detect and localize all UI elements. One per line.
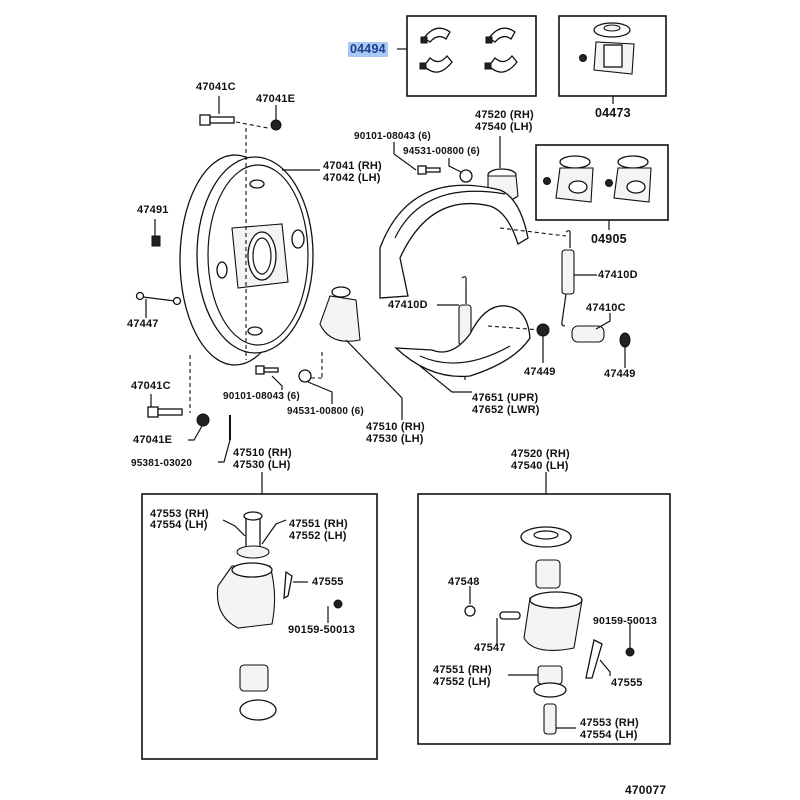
- bolt-47041c-bottom[interactable]: [147, 406, 183, 418]
- part-label-94531-top[interactable]: 94531-00800 (6): [403, 146, 480, 157]
- part-label-47041c-top[interactable]: 47041C: [196, 81, 236, 93]
- part-label-47041e-bottom[interactable]: 47041E: [133, 434, 173, 446]
- bolt-47041c-top[interactable]: [199, 114, 235, 126]
- part-label-47555-right[interactable]: 47555: [611, 677, 643, 689]
- part-label-47553-rh-right[interactable]: 47553 (RH): [580, 717, 639, 729]
- part-label-04473[interactable]: 04473: [595, 106, 631, 120]
- part-label-47449-a[interactable]: 47449: [524, 366, 556, 378]
- kit-box-cylinder-04473[interactable]: [558, 15, 667, 104]
- brake-shoe-upper[interactable]: [379, 184, 529, 299]
- part-label-04905[interactable]: 04905: [591, 232, 627, 246]
- wheel-cylinder-47510-mid[interactable]: [319, 286, 361, 342]
- spring-47410d-right[interactable]: [561, 230, 575, 327]
- part-label-47540-lh-right[interactable]: 47540 (LH): [511, 460, 569, 472]
- cup-47449-a[interactable]: [536, 323, 550, 337]
- part-label-47652-lwr[interactable]: 47652 (LWR): [472, 404, 540, 416]
- rod-47447[interactable]: [135, 291, 182, 306]
- brake-shoe-lower[interactable]: [394, 305, 531, 378]
- part-label-47449-b[interactable]: 47449: [604, 368, 636, 380]
- part-label-95381-03020[interactable]: 95381-03020: [131, 458, 193, 469]
- part-label-47547[interactable]: 47547: [474, 642, 506, 654]
- diagram-reference-number: 470077: [625, 783, 667, 797]
- detail-box-right: [417, 493, 671, 745]
- part-label-47548[interactable]: 47548: [448, 576, 480, 588]
- part-label-47530-lh-left[interactable]: 47530 (LH): [233, 459, 291, 471]
- part-label-47551-rh-left[interactable]: 47551 (RH): [289, 518, 348, 530]
- part-label-47447[interactable]: 47447: [127, 318, 159, 330]
- washer-94531-top[interactable]: [459, 169, 473, 183]
- part-label-47410d-right[interactable]: 47410D: [598, 269, 638, 281]
- part-label-47530-lh-mid[interactable]: 47530 (LH): [366, 433, 424, 445]
- part-label-47041e-top[interactable]: 47041E: [256, 93, 296, 105]
- part-label-47042-lh[interactable]: 47042 (LH): [323, 172, 381, 184]
- part-label-47410d-left[interactable]: 47410D: [388, 299, 428, 311]
- part-label-04494[interactable]: 04494: [348, 42, 388, 57]
- detail-box-left: [141, 493, 378, 760]
- part-label-47555-left[interactable]: 47555: [312, 576, 344, 588]
- part-label-47510-rh-mid[interactable]: 47510 (RH): [366, 421, 425, 433]
- part-label-47651-upr[interactable]: 47651 (UPR): [472, 392, 539, 404]
- part-label-47540-lh-top[interactable]: 47540 (LH): [475, 121, 533, 133]
- part-label-47553-rh-left[interactable]: 47553 (RH): [150, 508, 209, 520]
- part-label-47552-lh-left[interactable]: 47552 (LH): [289, 530, 347, 542]
- part-label-47551-rh-right[interactable]: 47551 (RH): [433, 664, 492, 676]
- nut-47041e-top[interactable]: [270, 119, 282, 131]
- kit-box-cups-04905[interactable]: [535, 144, 669, 230]
- spring-47410c[interactable]: [571, 325, 605, 343]
- plug-47491[interactable]: [151, 235, 161, 247]
- screw-90101-bottom[interactable]: [255, 365, 279, 375]
- part-label-47041-rh[interactable]: 47041 (RH): [323, 160, 382, 172]
- backing-plate[interactable]: [179, 154, 314, 366]
- washer-94531-bottom[interactable]: [298, 369, 312, 383]
- cup-47449-b[interactable]: [619, 332, 631, 348]
- part-label-90159-50013-left[interactable]: 90159-50013: [288, 624, 356, 636]
- part-label-47520-rh-right[interactable]: 47520 (RH): [511, 448, 570, 460]
- part-label-47410c[interactable]: 47410C: [586, 302, 626, 314]
- part-label-47510-rh-left[interactable]: 47510 (RH): [233, 447, 292, 459]
- part-label-47520-rh-top[interactable]: 47520 (RH): [475, 109, 534, 121]
- part-label-90159-50013-right[interactable]: 90159-50013: [593, 615, 658, 627]
- nut-47041e-bottom[interactable]: [196, 413, 210, 427]
- part-label-94531-bottom[interactable]: 94531-00800 (6): [287, 406, 364, 417]
- part-label-90101-bottom[interactable]: 90101-08043 (6): [223, 391, 300, 402]
- kit-box-shoe-04494[interactable]: [397, 15, 537, 97]
- part-label-47491[interactable]: 47491: [137, 204, 169, 216]
- part-label-90101-top[interactable]: 90101-08043 (6): [354, 131, 431, 142]
- part-label-47554-lh-right[interactable]: 47554 (LH): [580, 729, 638, 741]
- screw-90101-top[interactable]: [417, 165, 441, 175]
- part-label-47552-lh-right[interactable]: 47552 (LH): [433, 676, 491, 688]
- part-label-47041c-bottom[interactable]: 47041C: [131, 380, 171, 392]
- part-label-47554-lh-left[interactable]: 47554 (LH): [150, 519, 208, 531]
